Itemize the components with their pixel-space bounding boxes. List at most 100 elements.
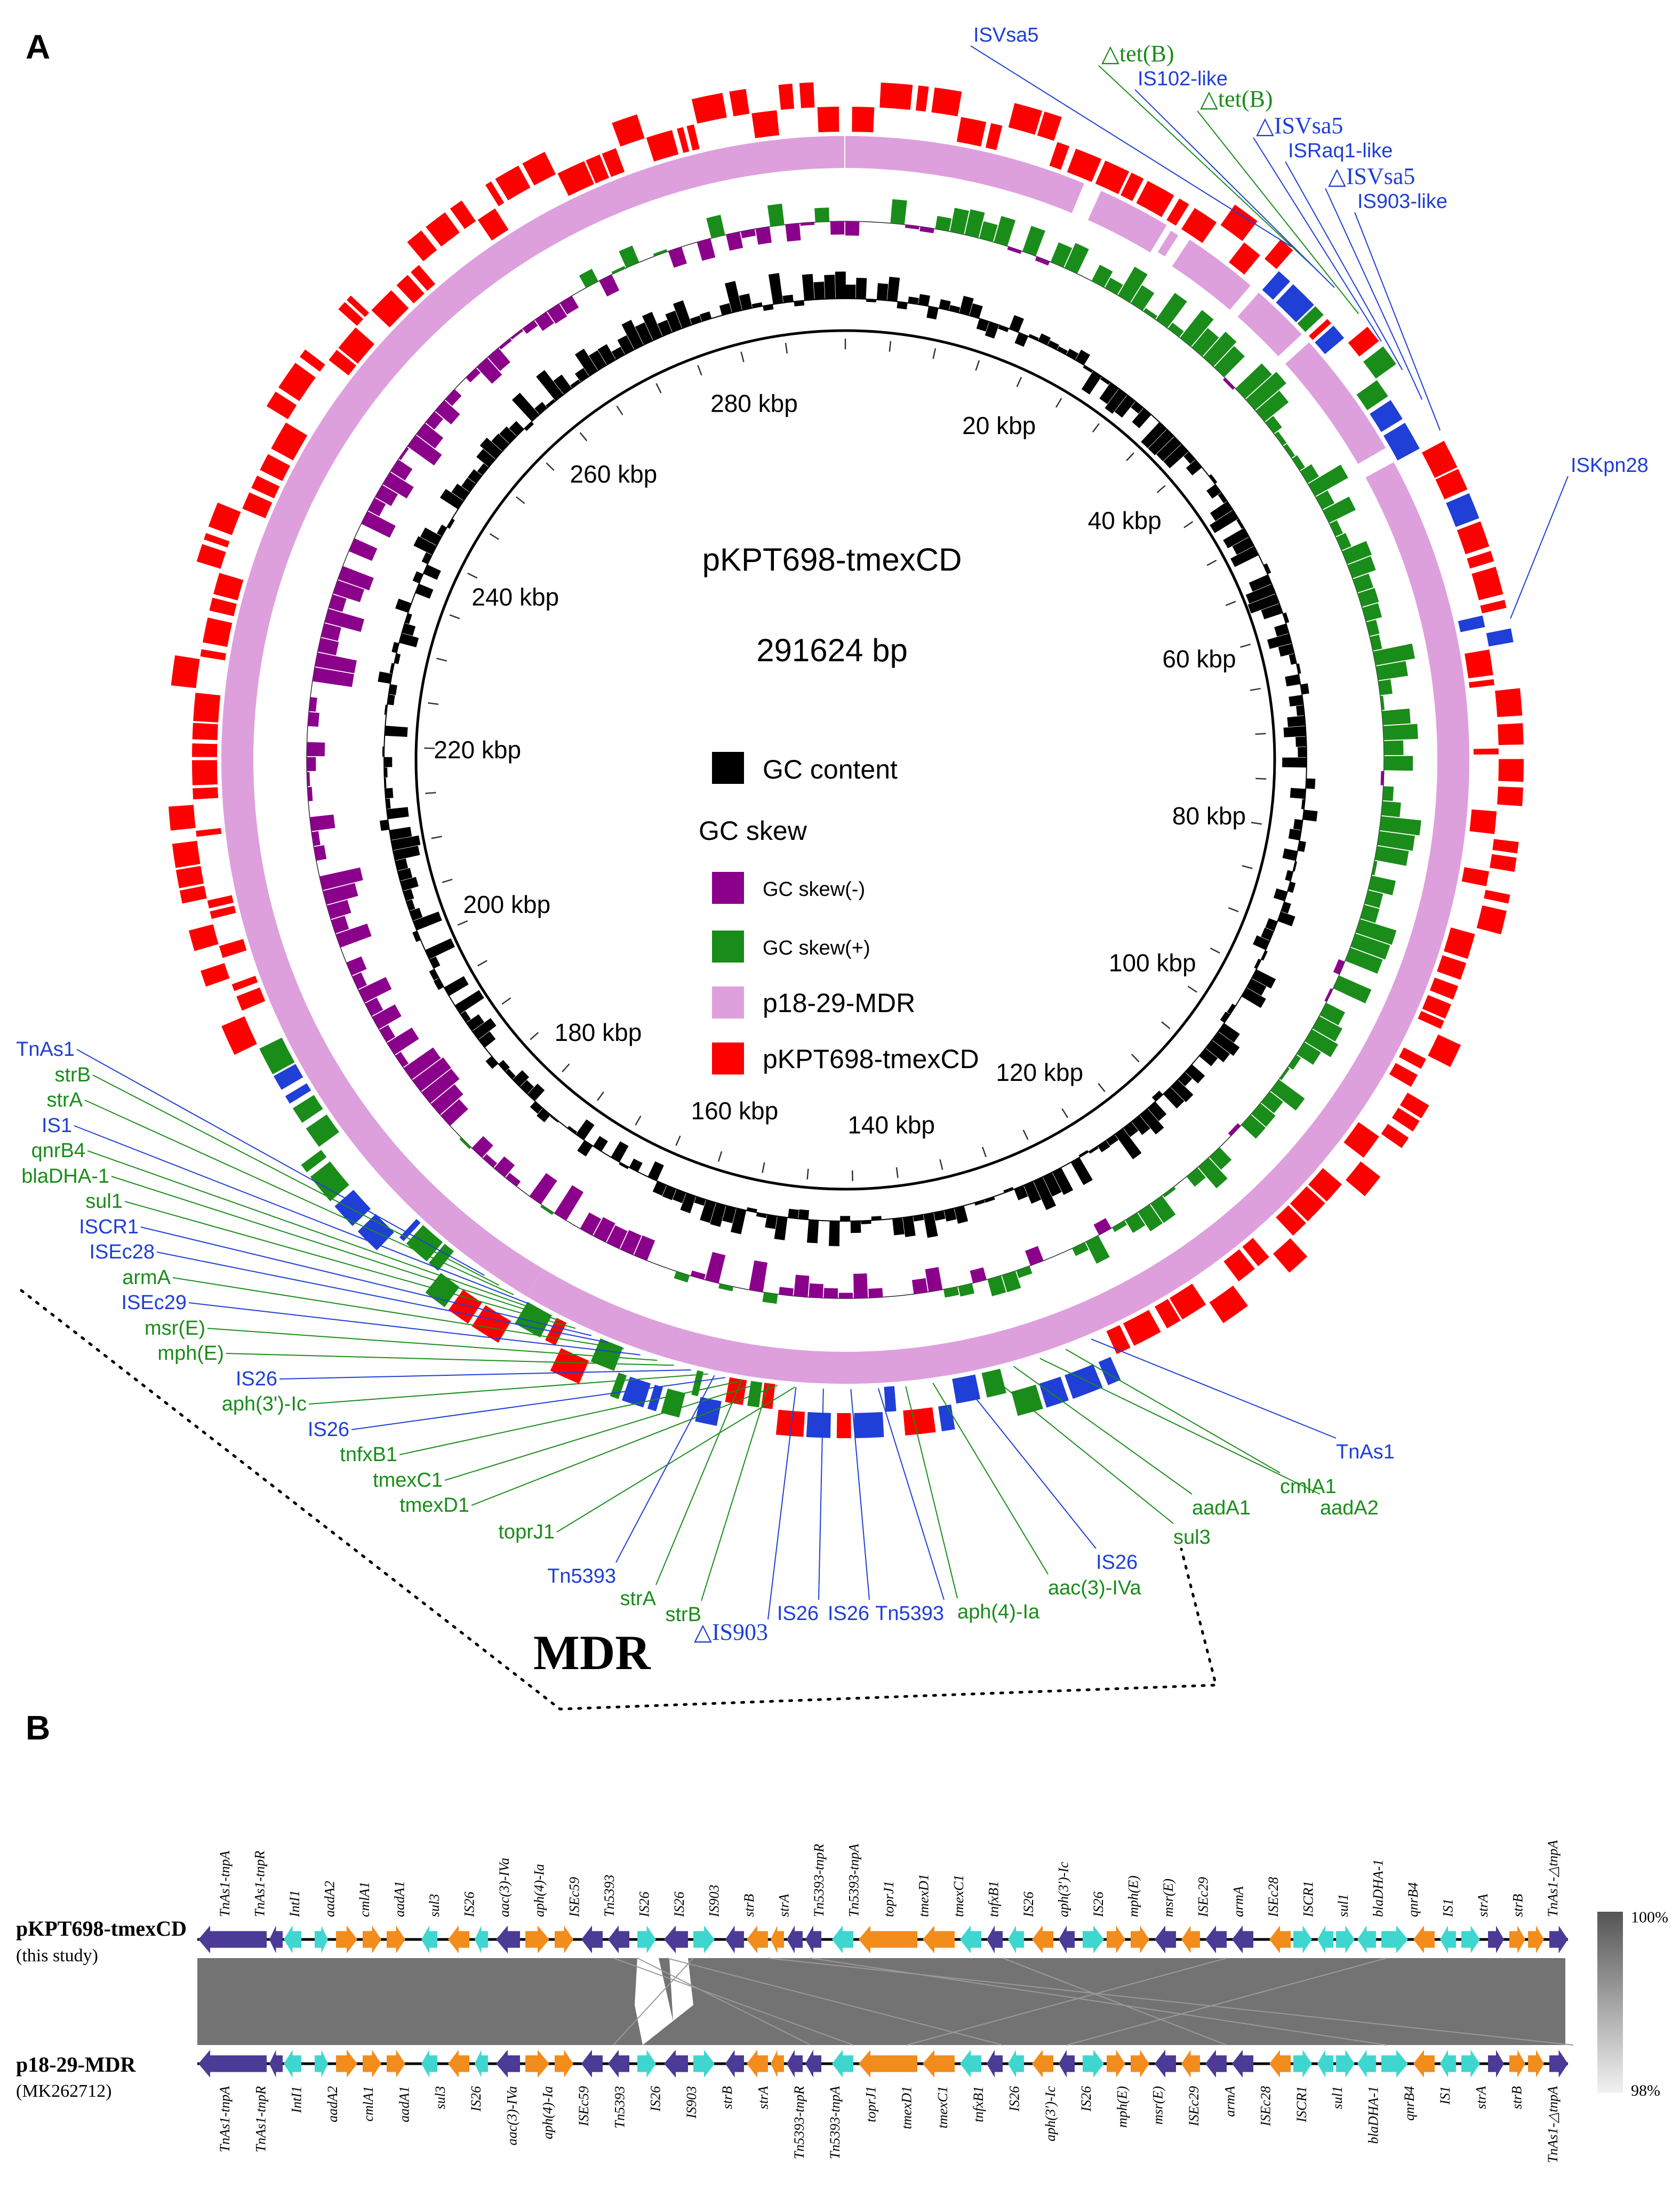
gc-content-bar [1251,969,1276,989]
leader-line [172,1277,624,1350]
gc-skew-bar [726,231,743,251]
gc-skew-bar [367,498,386,517]
orf-feature [729,89,750,117]
orf-feature [621,1376,651,1408]
leader-line [1197,110,1359,315]
gc-content-bar [437,524,447,536]
scale-tick [635,1116,642,1126]
orf-feature [1095,161,1130,194]
scale-tick [785,342,788,354]
orf-feature [952,1374,981,1404]
gc-content-bar [1057,346,1068,355]
orf-feature [985,123,1003,150]
gc-skew-bar [1064,243,1089,274]
gc-skew-bar [853,1273,868,1298]
reference-block [1237,292,1302,356]
gc-content-bar [1282,848,1298,861]
annotation-label: TnAs1 [1336,1441,1395,1463]
orf-feature [172,840,201,868]
orf-feature [1435,469,1468,500]
gc-content-bar [399,633,419,647]
gene-label: IntI1 [287,1890,302,1918]
orf-feature [371,290,409,328]
gene-arrow [1488,2050,1504,2078]
gc-content-bar [892,1217,905,1236]
gc-content-bar [806,1220,819,1244]
gc-content-bar [662,1185,676,1200]
gc-content-bar [397,868,413,881]
gc-content-bar [527,1084,545,1101]
gc-content-bar [1105,388,1127,414]
annotation-label: msr(E) [145,1317,205,1340]
annotation-label: tmexD1 [399,1494,469,1517]
gc-content-bar [798,1209,810,1220]
gc-content-bar [1114,395,1135,418]
gc-content-bar [574,367,589,382]
gene-arrow [1357,2050,1376,2078]
gc-content-bar [433,978,444,990]
gc-content-bar [386,807,409,820]
annotation-label: ISEc28 [89,1241,155,1263]
orf-feature [1297,306,1324,332]
gc-skew-bar [1022,226,1045,256]
annotation-label: IS102-like [1138,68,1228,90]
gene-label: tmexC1 [935,2086,950,2128]
orf-feature [1345,1161,1381,1197]
identity-scale-min: 98% [1631,2082,1660,2099]
gc-content-bar [1132,408,1151,429]
gene-label: aadA2 [322,1881,338,1917]
gc-content-bar [467,469,482,484]
scale-tick [1156,485,1166,493]
gc-content-bar [1209,474,1218,484]
gene-label: aph(3')-Ic [1056,1862,1071,1917]
leader-line [959,1378,1097,1549]
gene-arrow [960,2050,981,2078]
gc-content-bar [1210,501,1233,521]
orf-feature [931,87,962,117]
orf-feature [691,1370,704,1397]
gene-label: mph(E) [1114,2086,1130,2128]
gc-content-bar [1218,492,1227,503]
leader-line [84,1100,514,1295]
gc-content-bar [384,704,388,715]
gc-skew-bar [1315,490,1335,510]
gc-skew-bar [1156,293,1187,328]
scale-tick [516,496,525,504]
gc-skew-bar [1312,1016,1342,1042]
plasmid-size: 291624 bp [756,632,908,668]
gc-content-bar [1254,958,1261,969]
gc-skew-bar [1288,1055,1301,1070]
annotation-label: aadA1 [1192,1497,1251,1519]
gc-content-bar [959,295,974,316]
gc-skew-bar [690,1270,706,1280]
scale-tick [1240,644,1251,648]
leader-line [87,1150,545,1313]
gc-content-bar [524,421,534,431]
annotation-label: IS26 [828,1602,869,1625]
orf-feature [1471,566,1503,600]
gene-label: msr(E) [1150,2086,1166,2124]
kbp-label: 20 kbp [962,412,1036,439]
gc-content-bar [553,374,572,395]
orf-feature [207,895,234,909]
gene-label: strA [776,1894,791,1917]
scale-tick [1061,1108,1068,1118]
gene-label: ISEc59 [566,1877,582,1918]
orf-feature [938,1404,955,1432]
annotation-label: strA [46,1089,83,1111]
gc-content-bar [1014,332,1028,347]
gene-label: tmexD1 [899,2086,915,2129]
orf-feature [1276,284,1314,323]
gc-skew-bar [606,1225,628,1249]
gc-skew-bar [529,1173,557,1205]
gc-skew-bar [1375,661,1408,680]
gc-content-bar [1241,988,1266,1008]
gc-content-bar [835,271,846,299]
legend-heading-gc-skew: GC skew [699,816,807,846]
orf-feature [193,693,221,723]
gc-skew-bar [1380,771,1384,785]
gc-content-bar [850,1221,861,1233]
orf-feature [406,1225,443,1262]
orf-feature [266,391,297,420]
